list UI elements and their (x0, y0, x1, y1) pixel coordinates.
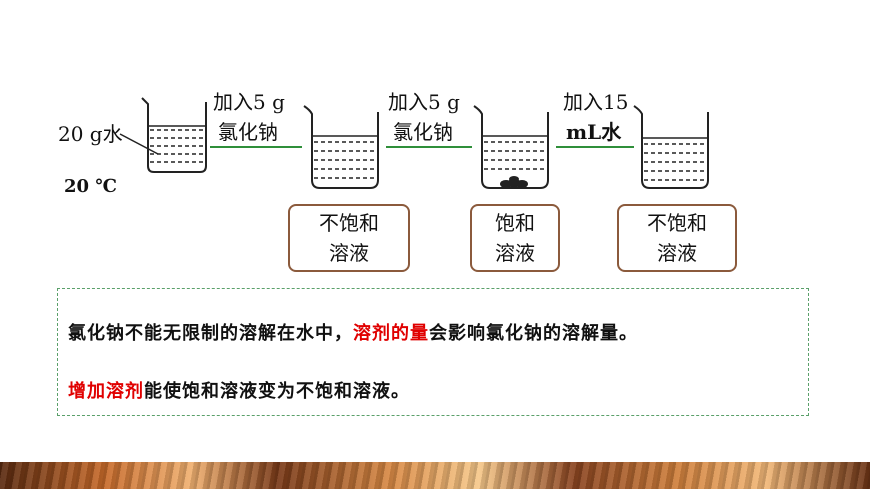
summary-line1-highlight: 溶剂的量 (353, 323, 429, 344)
beaker-4 (633, 105, 709, 189)
water-pointer (119, 133, 159, 155)
step2-label-line2: 氯化钠 (393, 120, 453, 144)
summary-box: 氯化钠不能无限制的溶解在水中，溶剂的量会影响氯化钠的溶解量。 增加溶剂能使饱和溶… (57, 288, 809, 416)
summary-line-1: 氯化钠不能无限制的溶解在水中，溶剂的量会影响氯化钠的溶解量。 (68, 319, 638, 345)
summary-line2-highlight: 增加溶剂 (68, 381, 144, 402)
state-box-line2: 溶液 (495, 241, 535, 265)
summary-line-2: 增加溶剂能使饱和溶液变为不饱和溶液。 (68, 377, 410, 403)
undissolved-solid (500, 176, 528, 188)
beaker-2 (303, 105, 379, 189)
step1-label-line1: 加入5 g (213, 90, 285, 114)
summary-line1-text: 氯化钠不能无限制的溶解在水中， (68, 323, 353, 344)
step2-label-line1: 加入5 g (388, 90, 460, 114)
summary-line1-text-end: 会影响氯化钠的溶解量。 (429, 323, 638, 344)
water-label: 20 g水 (58, 122, 123, 146)
state-box-line1: 不饱和 (319, 211, 379, 235)
state-box-line1: 不饱和 (647, 211, 707, 235)
state-box-unsaturated-2: 不饱和 溶液 (617, 204, 737, 272)
state-box-line1: 饱和 (495, 211, 535, 235)
state-box-unsaturated-1: 不饱和 溶液 (288, 204, 410, 272)
state-box-line2: 溶液 (329, 241, 369, 265)
state-box-saturated: 饱和 溶液 (470, 204, 560, 272)
step3-label-line1: 加入15 (563, 90, 629, 114)
beaker-1 (141, 97, 207, 173)
temperature-label: 20 ℃ (64, 176, 117, 197)
summary-line2-text: 能使饱和溶液变为不饱和溶液。 (144, 381, 410, 402)
step3-label-line2: mL水 (566, 120, 622, 144)
state-box-line2: 溶液 (657, 241, 697, 265)
decorative-footer-band (0, 462, 870, 489)
beaker-3 (473, 105, 549, 189)
step1-label-line2: 氯化钠 (218, 120, 278, 144)
connector-3 (556, 146, 634, 148)
connector-1 (210, 146, 302, 148)
connector-2 (386, 146, 472, 148)
